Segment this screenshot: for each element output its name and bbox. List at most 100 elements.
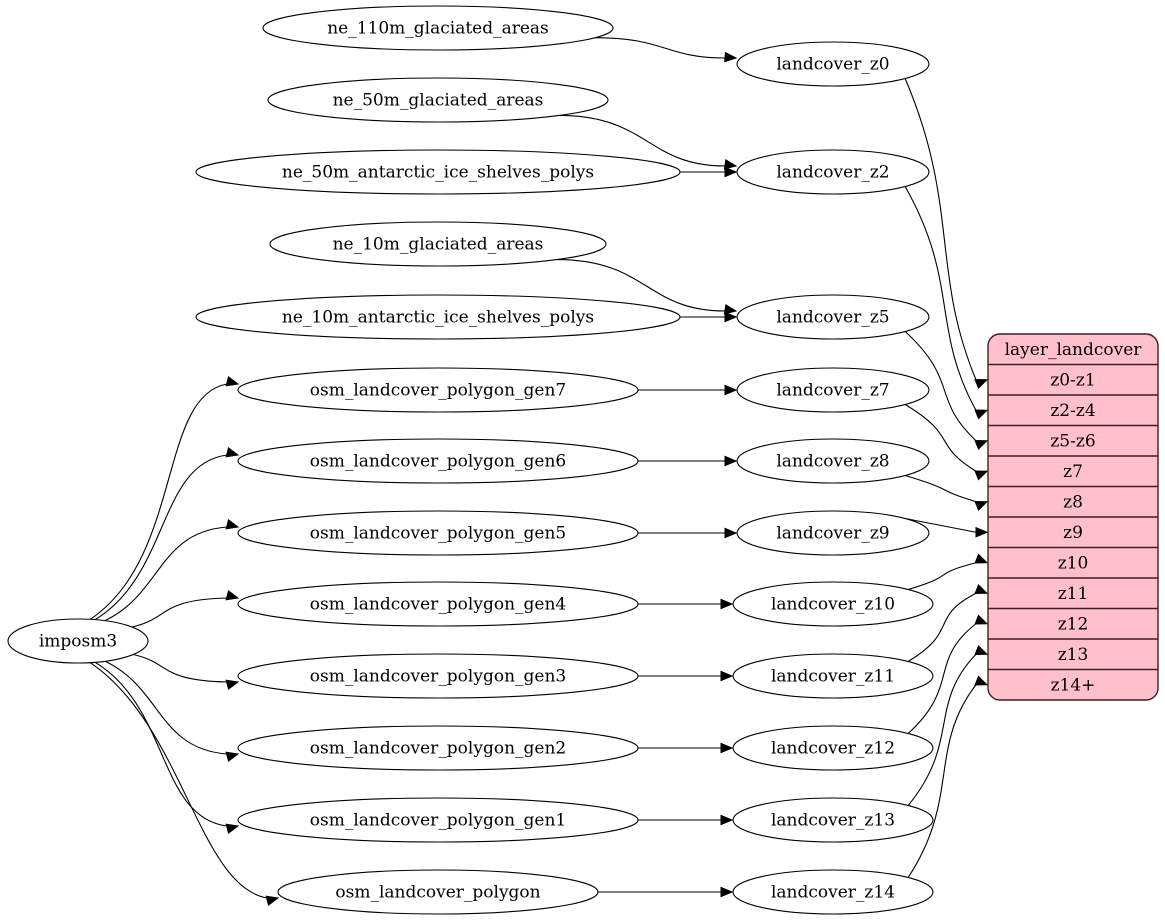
node-label: osm_landcover_polygon_gen7 (310, 381, 566, 401)
edge-ne_110m_glaciated_areas-to-landcover_z0 (595, 37, 726, 59)
arrow-head (723, 158, 738, 170)
table-row-z0-z1[interactable]: z0-z1 (1050, 370, 1095, 390)
node-shape (237, 797, 639, 843)
node-label: osm_landcover_polygon_gen1 (310, 811, 566, 831)
edge-imposm3-to-osm_landcover_polygon_gen1 (94, 661, 228, 827)
table-row-z10[interactable]: z10 (1058, 553, 1089, 573)
table-row-z5-z6[interactable]: z5-z6 (1050, 431, 1095, 451)
edge-landcover_z7-to-layer-landcover-row-3 (904, 404, 977, 472)
node-shape (7, 618, 149, 664)
node-shape (736, 367, 930, 413)
arrow-head (974, 614, 989, 625)
node-osm_landcover_polygon_gen4[interactable]: osm_landcover_polygon_gen4 (237, 581, 639, 627)
node-landcover_z13[interactable]: landcover_z13 (732, 797, 934, 843)
node-label: landcover_z0 (776, 55, 889, 75)
node-osm_landcover_polygon[interactable]: osm_landcover_polygon (277, 869, 599, 915)
node-label: osm_landcover_polygon_gen4 (310, 595, 566, 615)
arrow-head (720, 670, 734, 682)
node-ne_10m_antarctic_ice_shelves_polys[interactable]: ne_10m_antarctic_ice_shelves_polys (195, 294, 681, 340)
node-ne_50m_antarctic_ice_shelves_polys[interactable]: ne_50m_antarctic_ice_shelves_polys (195, 149, 681, 195)
edges-layer (90, 37, 989, 907)
table-title: layer_landcover (1005, 340, 1143, 360)
arrow-head (724, 311, 738, 323)
node-landcover_z8[interactable]: landcover_z8 (736, 438, 930, 484)
node-shape (736, 294, 930, 340)
node-landcover_z12[interactable]: landcover_z12 (732, 725, 934, 771)
edge-imposm3-to-osm_landcover_polygon (90, 662, 268, 899)
node-shape (267, 77, 609, 123)
node-shape (736, 438, 930, 484)
node-shape (732, 653, 934, 699)
table-row-z12[interactable]: z12 (1058, 614, 1089, 634)
node-landcover_z5[interactable]: landcover_z5 (736, 294, 930, 340)
arrow-head (225, 518, 240, 530)
node-shape (237, 653, 639, 699)
table-row-z2-z4[interactable]: z2-z4 (1050, 401, 1095, 421)
node-ne_110m_glaciated_areas[interactable]: ne_110m_glaciated_areas (262, 5, 614, 51)
table-row-z7[interactable]: z7 (1063, 462, 1083, 482)
arrow-head (724, 455, 738, 467)
node-landcover_z11[interactable]: landcover_z11 (732, 653, 934, 699)
arrow-head (974, 470, 989, 481)
node-shape (732, 725, 934, 771)
arrow-head (974, 440, 989, 450)
table-row-z13[interactable]: z13 (1058, 645, 1089, 665)
arrow-head (974, 409, 989, 420)
arrow-head (225, 446, 240, 458)
arrow-head (265, 895, 280, 907)
arrow-head (974, 553, 989, 564)
node-label: imposm3 (39, 632, 117, 652)
arrow-head (724, 166, 738, 178)
table-row-z9[interactable]: z9 (1063, 523, 1083, 543)
node-shape (237, 510, 639, 556)
node-shape (269, 221, 607, 267)
node-landcover_z9[interactable]: landcover_z9 (736, 510, 930, 556)
node-imposm3[interactable]: imposm3 (7, 618, 149, 664)
node-osm_landcover_polygon_gen7[interactable]: osm_landcover_polygon_gen7 (237, 367, 639, 413)
edge-imposm3-to-osm_landcover_polygon_gen7 (90, 383, 228, 620)
node-label: landcover_z8 (776, 452, 889, 472)
node-landcover_z10[interactable]: landcover_z10 (732, 581, 934, 627)
node-label: osm_landcover_polygon_gen2 (310, 739, 566, 759)
node-label: ne_50m_glaciated_areas (333, 91, 544, 111)
node-label: osm_landcover_polygon (335, 883, 540, 903)
node-label: landcover_z12 (771, 739, 895, 759)
node-label: osm_landcover_polygon_gen6 (310, 452, 566, 472)
node-osm_landcover_polygon_gen6[interactable]: osm_landcover_polygon_gen6 (237, 438, 639, 484)
table-row-z11[interactable]: z11 (1058, 584, 1089, 604)
layer-landcover-node[interactable]: layer_landcover z0-z1 z2-z4 z5-z6 z7 z8 z9 z10 z… (987, 333, 1159, 701)
node-osm_landcover_polygon_gen5[interactable]: osm_landcover_polygon_gen5 (237, 510, 639, 556)
node-shape (277, 869, 599, 915)
edge-landcover_z13-to-layer-landcover-row-9 (907, 653, 977, 806)
arrow-head (720, 886, 734, 898)
edge-landcover_z14-to-layer-landcover-row-10 (907, 684, 977, 878)
edge-landcover_z10-to-layer-landcover-row-6 (907, 562, 977, 591)
node-label: landcover_z11 (771, 667, 895, 687)
node-label: landcover_z7 (776, 381, 889, 401)
edge-ne_10m_glaciated_areas-to-landcover_z5 (557, 258, 726, 312)
node-landcover_z14[interactable]: landcover_z14 (732, 869, 934, 915)
node-shape (736, 41, 930, 87)
edge-landcover_z2-to-layer-landcover-row-1 (904, 186, 977, 411)
arrow-head (225, 751, 240, 763)
node-landcover_z2[interactable]: landcover_z2 (736, 149, 930, 195)
node-osm_landcover_polygon_gen3[interactable]: osm_landcover_polygon_gen3 (237, 653, 639, 699)
node-label: landcover_z14 (771, 883, 895, 903)
node-osm_landcover_polygon_gen1[interactable]: osm_landcover_polygon_gen1 (237, 797, 639, 843)
table-row-z8[interactable]: z8 (1063, 492, 1083, 512)
edge-imposm3-to-osm_landcover_polygon_gen5 (104, 526, 228, 622)
node-ne_50m_glaciated_areas[interactable]: ne_50m_glaciated_areas (267, 77, 609, 123)
node-ne_10m_glaciated_areas[interactable]: ne_10m_glaciated_areas (269, 221, 607, 267)
arrow-head (723, 303, 738, 315)
table-row-z14+[interactable]: z14+ (1051, 675, 1096, 695)
node-shape (237, 367, 639, 413)
node-landcover_z7[interactable]: landcover_z7 (736, 367, 930, 413)
arrow-head (225, 823, 240, 835)
node-osm_landcover_polygon_gen2[interactable]: osm_landcover_polygon_gen2 (237, 725, 639, 771)
arrow-head (974, 584, 989, 594)
node-label: osm_landcover_polygon_gen5 (310, 524, 566, 544)
node-shape (195, 149, 681, 195)
node-label: ne_50m_antarctic_ice_shelves_polys (282, 163, 594, 183)
node-landcover_z0[interactable]: landcover_z0 (736, 41, 930, 87)
